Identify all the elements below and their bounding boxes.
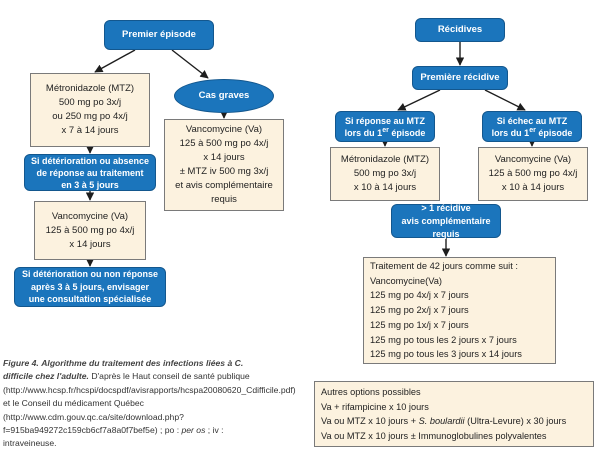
si-reponse-line-1: Si réponse au MTZ bbox=[344, 115, 425, 126]
premiere-recidive-box: Première récidive bbox=[412, 66, 508, 90]
mtz-recidive-line-3: x 10 à 14 jours bbox=[353, 182, 417, 193]
deterioration-box: Si détérioration ou absence de réponse a… bbox=[24, 154, 156, 191]
deterioration-2-box: Si détérioration ou non réponse après 3 … bbox=[14, 267, 166, 307]
mtz-line-2: 500 mg po 3x/j bbox=[58, 97, 122, 108]
recidives-label: Récidives bbox=[437, 24, 483, 35]
options-line-4: Va ou MTZ x 10 jours ± Immunoglobulines … bbox=[321, 430, 547, 441]
caption-title-1: Algorithme du traitement des infections … bbox=[41, 358, 233, 368]
caption-per-os: per os bbox=[181, 425, 206, 436]
metronidazole-recidive-box: Métronidazole (MTZ) 500 mg po 3x/j x 10 … bbox=[330, 147, 440, 201]
plus-recidive-line-2: avis complémentaire requis bbox=[401, 215, 491, 239]
premiere-recidive-label: Première récidive bbox=[420, 72, 500, 83]
vancomycine-box-2: Vancomycine (Va) 125 à 500 mg po 4x/j x … bbox=[34, 201, 146, 260]
options-line-3: Va ou MTZ x 10 jours + S. boulardii (Ult… bbox=[321, 416, 567, 426]
deterioration2-line-3: une consultation spécialisée bbox=[28, 294, 152, 305]
autres-options-box: Autres options possibles Va + rifampicin… bbox=[314, 381, 594, 447]
deterioration-line-2: de réponse au traitement bbox=[36, 167, 144, 178]
traitement-line-3: 125 mg po 4x/j x 7 jours bbox=[370, 290, 469, 301]
vancomycine-cas-graves-box: Vancomycine (Va) 125 à 500 mg po 4x/j x … bbox=[164, 119, 284, 211]
vanco-graves-line-2: 125 à 500 mg po 4x/j bbox=[179, 138, 269, 149]
vanco-recidive-line-3: x 10 à 14 jours bbox=[501, 182, 565, 193]
deterioration-line-3: en 3 à 5 jours bbox=[61, 179, 119, 190]
figure-label: Figure 4. bbox=[3, 358, 39, 368]
arrow-premier-to-mtz bbox=[94, 49, 136, 73]
arrow-premiere-to-si-echec bbox=[484, 89, 526, 111]
premier-episode-label: Premier épisode bbox=[122, 29, 196, 40]
si-echec-box: Si échec au MTZ lors du 1er épisode bbox=[482, 111, 582, 142]
vanco2-line-2: 125 à 500 mg po 4x/j bbox=[45, 224, 135, 236]
vanco-graves-line-1: Vancomycine (Va) bbox=[185, 124, 263, 135]
si-echec-line-2: lors du 1er épisode bbox=[491, 126, 573, 138]
mtz-recidive-line-2: 500 mg po 3x/j bbox=[353, 168, 417, 179]
traitement-line-7: 125 mg po tous les 3 jours x 14 jours bbox=[370, 349, 522, 360]
figure-caption: Figure 4. Algorithme du traitement des i… bbox=[3, 357, 296, 451]
mtz-line-4: x 7 à 14 jours bbox=[61, 125, 119, 136]
options-line-1: Autres options possibles bbox=[321, 387, 421, 397]
arrow-premier-to-cas-graves bbox=[171, 49, 209, 79]
deterioration2-line-1: Si détérioration ou non réponse bbox=[21, 269, 158, 280]
mtz-line-1: Métronidazole (MTZ) bbox=[45, 83, 135, 94]
traitement-line-2: Vancomycine(Va) bbox=[370, 275, 442, 286]
traitement-line-6: 125 mg po tous les 2 jours x 7 jours bbox=[370, 334, 517, 345]
vanco-graves-line-6: requis bbox=[211, 194, 237, 205]
premier-episode-box: Premier épisode bbox=[104, 20, 214, 50]
traitement-line-4: 125 mg po 2x/j x 7 jours bbox=[370, 305, 469, 316]
plus-recidive-box: > 1 récidive avis complémentaire requis bbox=[391, 202, 501, 239]
caption-body: D'après le Haut conseil de santé publiqu… bbox=[3, 371, 296, 436]
deterioration2-line-2: après 3 à 5 jours, envisager bbox=[30, 281, 150, 292]
caption-title-2: C. difficile chez l'adulte. bbox=[3, 358, 244, 382]
vanco-graves-line-5: et avis complémentaire bbox=[175, 180, 273, 191]
metronidazole-box: Métronidazole (MTZ) 500 mg po 3x/j ou 25… bbox=[30, 73, 150, 147]
options-line-2: Va + rifampicine x 10 jours bbox=[321, 401, 429, 412]
vancomycine-recidive-box: Vancomycine (Va) 125 à 500 mg po 4x/j x … bbox=[478, 147, 588, 201]
mtz-line-3: ou 250 mg po 4x/j bbox=[52, 111, 128, 122]
vanco-recidive-line-2: 125 à 500 mg po 4x/j bbox=[488, 168, 578, 179]
vanco-recidive-line-1: Vancomycine (Va) bbox=[494, 154, 572, 165]
vanco-graves-line-4: ± MTZ iv 500 mg 3x/j bbox=[179, 166, 269, 177]
cas-graves-oval: Cas graves bbox=[174, 79, 274, 113]
si-reponse-box: Si réponse au MTZ lors du 1er épisode bbox=[335, 111, 435, 142]
recidives-box: Récidives bbox=[415, 18, 505, 42]
traitement-42-jours-box: Traitement de 42 jours comme suit : Vanc… bbox=[363, 257, 556, 364]
vanco-graves-line-3: x 14 jours bbox=[203, 152, 245, 163]
plus-recidive-line-1: > 1 récidive bbox=[421, 202, 471, 213]
si-echec-line-1: Si échec au MTZ bbox=[496, 115, 568, 126]
caption-body-end: ; iv : intraveineuse. bbox=[3, 425, 224, 449]
deterioration-line-1: Si détérioration ou absence bbox=[30, 155, 150, 166]
si-reponse-line-2: lors du 1er épisode bbox=[344, 126, 426, 138]
traitement-line-5: 125 mg po 1x/j x 7 jours bbox=[370, 319, 469, 330]
vanco2-line-3: x 14 jours bbox=[69, 238, 111, 250]
mtz-recidive-line-1: Métronidazole (MTZ) bbox=[340, 154, 430, 165]
traitement-line-1: Traitement de 42 jours comme suit : bbox=[370, 260, 518, 271]
cas-graves-label: Cas graves bbox=[198, 90, 250, 101]
arrow-premiere-to-si-reponse bbox=[397, 89, 441, 111]
vanco2-line-1: Vancomycine (Va) bbox=[51, 210, 129, 222]
